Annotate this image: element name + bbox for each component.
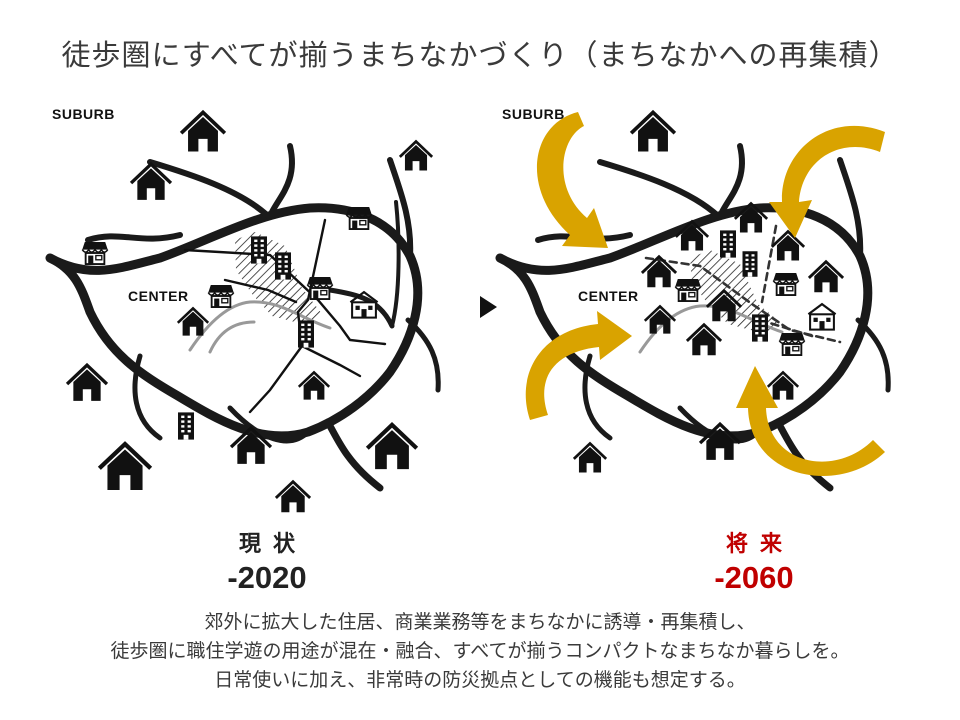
center-label-current: CENTER [128,288,189,304]
house-icon [629,110,677,154]
shop-icon [772,272,800,296]
building-icon [720,230,736,258]
shop-icon [81,241,109,265]
stage-current-year: -2020 [227,560,307,595]
shop-icon [674,278,702,302]
house-icon [297,371,331,401]
house-icon [807,260,845,294]
slide-title: 徒歩圏にすべてが揃うまちなかづくり（まちなかへの再集積） [61,38,899,72]
building-icon [742,251,758,277]
suburb-label-current: SUBURB [52,106,115,122]
house-icon [179,110,227,154]
building-icon [275,252,291,280]
curved-arrow-icon [525,311,632,420]
house-icon [643,305,677,335]
map-future-state: SUBURB CENTER [490,90,930,530]
townhall-icon [807,302,837,331]
description-line: 郊外に拡大した住居、商業業務等をまちなかに誘導・再集積し、 [204,611,756,633]
building-icon [752,314,768,342]
stage-current: 現状 -2020 [147,530,387,596]
future-map-graphic [495,110,891,492]
house-icon [766,371,800,401]
arrow-right-icon [480,296,497,318]
curved-arrow-icon [736,366,885,476]
house-icon [65,363,109,403]
center-label-future: CENTER [578,288,639,304]
map-current-state: SUBURB CENTER [40,90,480,530]
description-line: 日常使いに加え、非常時の防災拠点としての機能も想定する。 [214,669,746,691]
house-icon [398,140,434,172]
house-icon [685,323,723,357]
shop-icon [778,332,806,356]
stage-future: 将来 -2060 [634,530,874,596]
curved-arrow-icon [769,125,885,238]
description: 郊外に拡大した住居、商業業務等をまちなかに誘導・再集積し、 徒歩圏に職住学遊の用… [0,608,960,695]
stage-future-year: -2060 [714,560,794,595]
stage-current-label: 現状 [238,532,307,557]
stage-future-label: 将来 [725,532,794,557]
current-map-graphic [45,110,441,514]
shop-icon [345,206,373,230]
house-icon [572,442,608,474]
suburb-label-future: SUBURB [502,106,565,122]
house-icon [770,230,806,262]
building-icon [298,320,314,348]
description-line: 徒歩圏に職住学遊の用途が混在・融合、すべてが揃うコンパクトなまちなか暮らしを。 [110,640,850,662]
building-icon [251,236,267,264]
house-icon [367,425,416,469]
shop-icon [207,284,235,308]
shop-icon [306,276,334,300]
curved-arrow-icon [536,112,608,248]
building-icon [178,412,194,440]
house-icon [99,444,150,490]
house-icon [274,480,312,514]
